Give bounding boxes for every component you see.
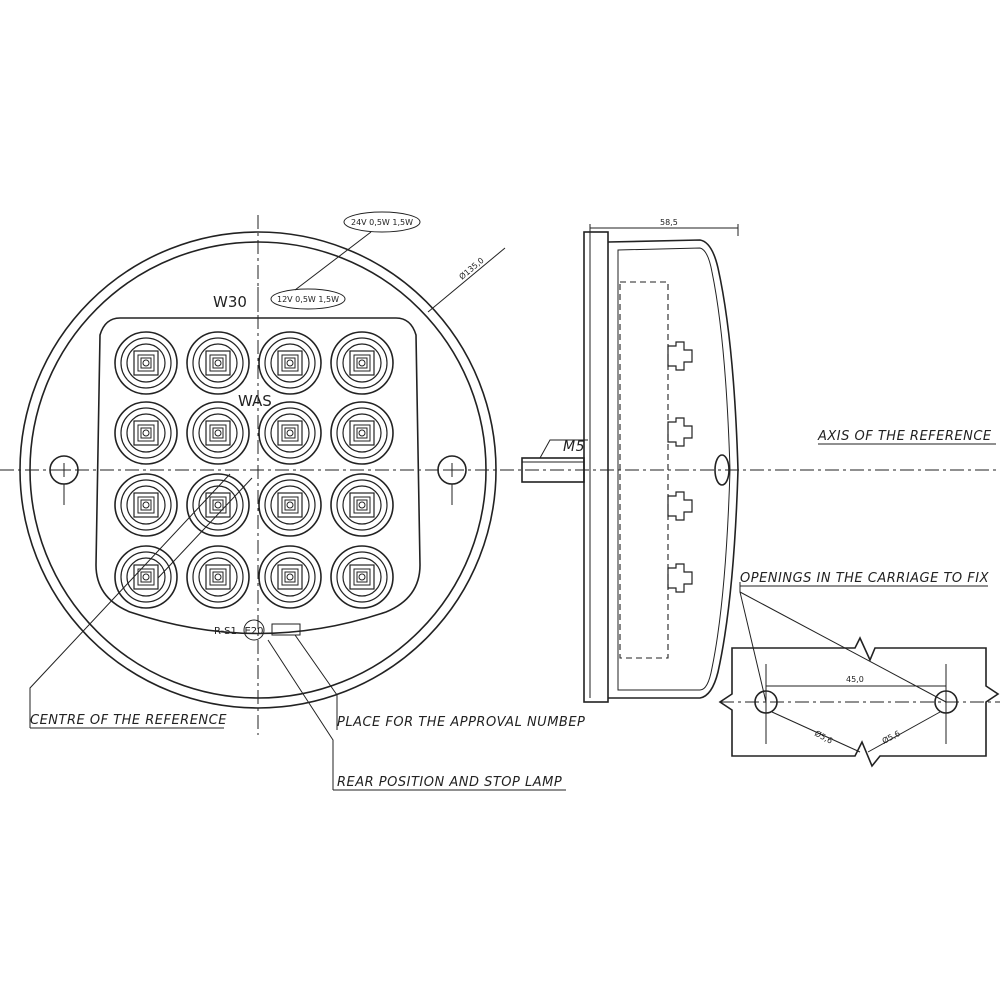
w30-mark: W30 bbox=[213, 293, 247, 311]
side-led-profile bbox=[667, 417, 693, 447]
led-unit bbox=[186, 331, 250, 395]
approval-number-box bbox=[271, 623, 301, 636]
carriage-plate bbox=[718, 636, 1000, 768]
voltage-12-label: 12V 0,5W 1,5W bbox=[277, 295, 339, 304]
approval-leader bbox=[294, 634, 338, 730]
led-unit bbox=[114, 473, 178, 537]
m5-label: M5 bbox=[563, 439, 585, 455]
led-unit bbox=[258, 401, 322, 465]
side-view: M5 58,5 bbox=[521, 218, 739, 703]
diameter-leader bbox=[427, 247, 506, 313]
side-led-group bbox=[667, 341, 693, 593]
openings-label: OPENINGS IN THE CARRIAGE TO FIX bbox=[740, 571, 990, 586]
side-led-profile bbox=[667, 491, 693, 521]
voltage-12-ellipse bbox=[270, 288, 346, 310]
front-flange bbox=[583, 231, 609, 703]
depth-value: 58,5 bbox=[660, 218, 678, 227]
side-led-profile bbox=[667, 563, 693, 593]
led-unit bbox=[258, 331, 322, 395]
housing-inner-ring bbox=[29, 241, 487, 699]
lens-panel bbox=[95, 317, 421, 635]
centre-label: CENTRE OF THE REFERENCE bbox=[30, 713, 227, 728]
led-unit bbox=[186, 545, 250, 609]
m5-leader bbox=[539, 439, 588, 459]
lamp-body bbox=[607, 239, 739, 699]
housing-outer-ring bbox=[19, 231, 497, 709]
right-fixing-hole bbox=[934, 690, 958, 714]
approval-label: PLACE FOR THE APPROVAL NUMBEP bbox=[337, 715, 585, 730]
rear-lamp-leader bbox=[267, 639, 334, 790]
voltage-24-label: 24V 0,5W 1,5W bbox=[351, 218, 413, 227]
rs1-mark: R-S1 bbox=[214, 626, 237, 637]
pcb-board bbox=[619, 281, 669, 659]
led-unit bbox=[330, 545, 394, 609]
e-mark-circle bbox=[243, 619, 265, 641]
openings-leader-1 bbox=[739, 582, 767, 703]
led-grid bbox=[114, 331, 394, 609]
centre-leader-1 bbox=[29, 473, 231, 728]
led-unit bbox=[186, 401, 250, 465]
spacing-value: 45,0 bbox=[846, 675, 864, 684]
body-inner-outline bbox=[617, 247, 731, 691]
cable-hole bbox=[714, 454, 730, 486]
led-unit bbox=[114, 401, 178, 465]
e20-mark: E20 bbox=[244, 626, 263, 637]
led-unit bbox=[330, 473, 394, 537]
led-unit bbox=[114, 331, 178, 395]
carriage-detail: 45,0 Ø5,6 Ø5,6 bbox=[718, 582, 1000, 768]
led-unit bbox=[330, 331, 394, 395]
axis-label: AXIS OF THE REFERENCE bbox=[817, 429, 992, 444]
voltage-24-ellipse bbox=[343, 211, 421, 233]
led-unit bbox=[330, 401, 394, 465]
was-mark: WAS bbox=[238, 392, 272, 410]
led-unit bbox=[258, 545, 322, 609]
centre-leader-2 bbox=[157, 477, 253, 579]
hole-a-value: Ø5,6 bbox=[813, 728, 834, 746]
side-led-profile bbox=[667, 341, 693, 371]
left-screw-icon bbox=[49, 455, 79, 505]
right-screw-icon bbox=[437, 455, 467, 505]
led-unit bbox=[186, 473, 250, 537]
rear-lamp-label: REAR POSITION AND STOP LAMP bbox=[337, 775, 562, 790]
left-fixing-hole bbox=[754, 690, 778, 714]
led-unit bbox=[114, 545, 178, 609]
hole-b-value: Ø5,6 bbox=[880, 728, 901, 746]
front-view: W30 WAS 24V 0,5W 1,5W 12V 0,5W 1,5W Ø135… bbox=[0, 211, 1000, 790]
openings-leader-2 bbox=[739, 591, 947, 703]
led-unit bbox=[258, 473, 322, 537]
annotation-labels: AXIS OF THE REFERENCE OPENINGS IN THE CA… bbox=[30, 429, 996, 791]
